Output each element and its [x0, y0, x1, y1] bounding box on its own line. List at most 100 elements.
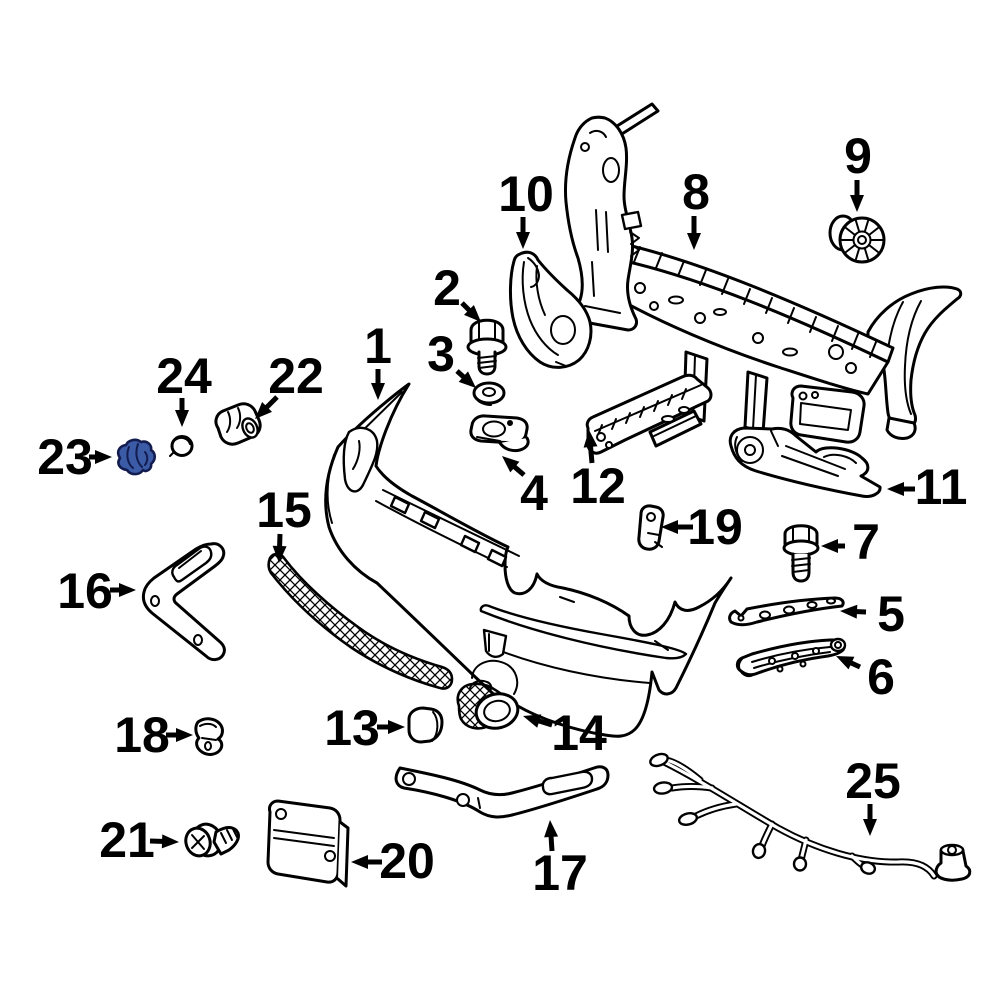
callout-arrowhead	[850, 195, 864, 212]
part-3-callout[interactable]: 3	[427, 326, 476, 388]
part-number-10[interactable]: 10	[498, 166, 554, 222]
part-1-callout[interactable]: 1	[364, 318, 392, 400]
part-9-callout[interactable]: 9	[844, 128, 872, 212]
part-17-callout[interactable]: 17	[532, 820, 588, 901]
part-3-drawing	[472, 381, 506, 406]
part-5-callout[interactable]: 5	[840, 586, 905, 642]
callout-arrowhead	[119, 583, 136, 597]
part-12-callout[interactable]: 12	[570, 430, 626, 514]
part-number-23[interactable]: 23	[37, 429, 93, 485]
callout-arrowhead	[836, 656, 855, 670]
part-6-callout[interactable]: 6	[836, 649, 895, 705]
callout-arrowhead	[388, 720, 405, 734]
callout-arrowhead	[863, 819, 877, 836]
callout-arrowhead	[161, 834, 179, 849]
part-2-callout[interactable]: 2	[433, 260, 481, 322]
part-number-18[interactable]: 18	[114, 707, 170, 763]
part-number-24[interactable]: 24	[156, 348, 212, 404]
part-number-5[interactable]: 5	[877, 586, 905, 642]
part-20-drawing	[266, 799, 350, 888]
part-14-drawing	[456, 679, 520, 730]
part-number-17[interactable]: 17	[532, 845, 588, 901]
part-4-callout[interactable]: 4	[502, 456, 548, 521]
part-20-callout[interactable]: 20	[351, 833, 435, 889]
part-8-callout[interactable]: 8	[682, 164, 710, 250]
part-7-drawing	[782, 524, 820, 583]
part-number-20[interactable]: 20	[379, 833, 435, 889]
callout-arrowhead	[687, 233, 701, 250]
part-number-7[interactable]: 7	[852, 514, 880, 570]
part-number-22[interactable]: 22	[268, 348, 324, 404]
part-5-drawing	[728, 596, 845, 627]
part-19-callout[interactable]: 19	[661, 499, 743, 555]
part-24-drawing	[169, 435, 194, 457]
part-number-1[interactable]: 1	[364, 318, 392, 374]
part-4-drawing	[469, 414, 530, 453]
part-18-drawing	[194, 717, 224, 756]
part-7-callout[interactable]: 7	[821, 514, 880, 570]
callout-arrowhead	[272, 545, 287, 563]
callout-arrowhead	[583, 430, 598, 448]
part-25-drawing	[649, 752, 972, 882]
callout-arrowhead	[821, 539, 838, 553]
part-number-25[interactable]: 25	[845, 753, 901, 809]
part-16-drawing	[141, 542, 226, 662]
callout-arrowhead	[544, 820, 559, 838]
part-19-drawing	[637, 504, 665, 551]
part-number-11[interactable]: 11	[915, 459, 968, 515]
callout-arrowhead	[458, 371, 476, 388]
part-11-drawing	[728, 426, 882, 498]
callout-arrowhead	[371, 383, 385, 400]
part-24-callout[interactable]: 24	[156, 348, 212, 427]
part-number-15[interactable]: 15	[256, 482, 312, 538]
callout-arrowhead	[502, 456, 520, 473]
part-10-drawing	[509, 250, 593, 369]
part-15-callout[interactable]: 15	[256, 482, 312, 563]
part-25-callout[interactable]: 25	[845, 753, 901, 836]
part-13-drawing	[407, 706, 444, 744]
part-23-callout[interactable]: 23	[37, 429, 112, 485]
part-number-14[interactable]: 14	[551, 705, 607, 761]
part-number-12[interactable]: 12	[570, 458, 626, 514]
part-2-drawing	[466, 318, 508, 376]
part-21-drawing	[184, 822, 240, 858]
callout-arrowhead	[351, 855, 368, 869]
part-number-21[interactable]: 21	[99, 812, 155, 868]
callout-arrowhead	[464, 305, 481, 322]
part-8-drawing	[564, 102, 963, 444]
part-23-drawing[interactable]	[116, 438, 157, 476]
callout-arrowhead	[887, 482, 904, 496]
part-17-drawing	[394, 765, 610, 819]
part-16-callout[interactable]: 16	[57, 563, 136, 619]
part-13-callout[interactable]: 13	[324, 700, 405, 756]
part-18-callout[interactable]: 18	[114, 707, 193, 763]
callout-arrowhead	[523, 714, 542, 728]
callout-arrowhead	[176, 728, 193, 742]
part-number-19[interactable]: 19	[687, 499, 743, 555]
callout-arrowhead	[255, 402, 272, 419]
part-number-16[interactable]: 16	[57, 563, 113, 619]
part-14-callout[interactable]: 14	[523, 705, 607, 761]
part-15-drawing	[267, 552, 454, 690]
callout-arrowhead	[95, 450, 112, 464]
part-12-drawing	[585, 373, 713, 455]
part-number-6[interactable]: 6	[867, 649, 895, 705]
part-10-callout[interactable]: 10	[498, 166, 554, 249]
part-22-callout[interactable]: 22	[255, 348, 324, 419]
callout-arrowhead	[661, 520, 678, 534]
callout-arrow-line	[587, 443, 595, 464]
part-number-13[interactable]: 13	[324, 700, 380, 756]
part-number-2[interactable]: 2	[433, 260, 461, 316]
part-11-callout[interactable]: 11	[887, 459, 967, 515]
part-number-8[interactable]: 8	[682, 164, 710, 220]
part-number-3[interactable]: 3	[427, 326, 455, 382]
part-22-drawing	[214, 402, 262, 446]
callout-arrowhead	[840, 604, 858, 619]
part-number-9[interactable]: 9	[844, 128, 872, 184]
part-1-drawing	[324, 382, 733, 738]
part-number-4[interactable]: 4	[520, 465, 548, 521]
callout-arrowhead	[175, 410, 189, 427]
part-21-callout[interactable]: 21	[99, 812, 179, 868]
